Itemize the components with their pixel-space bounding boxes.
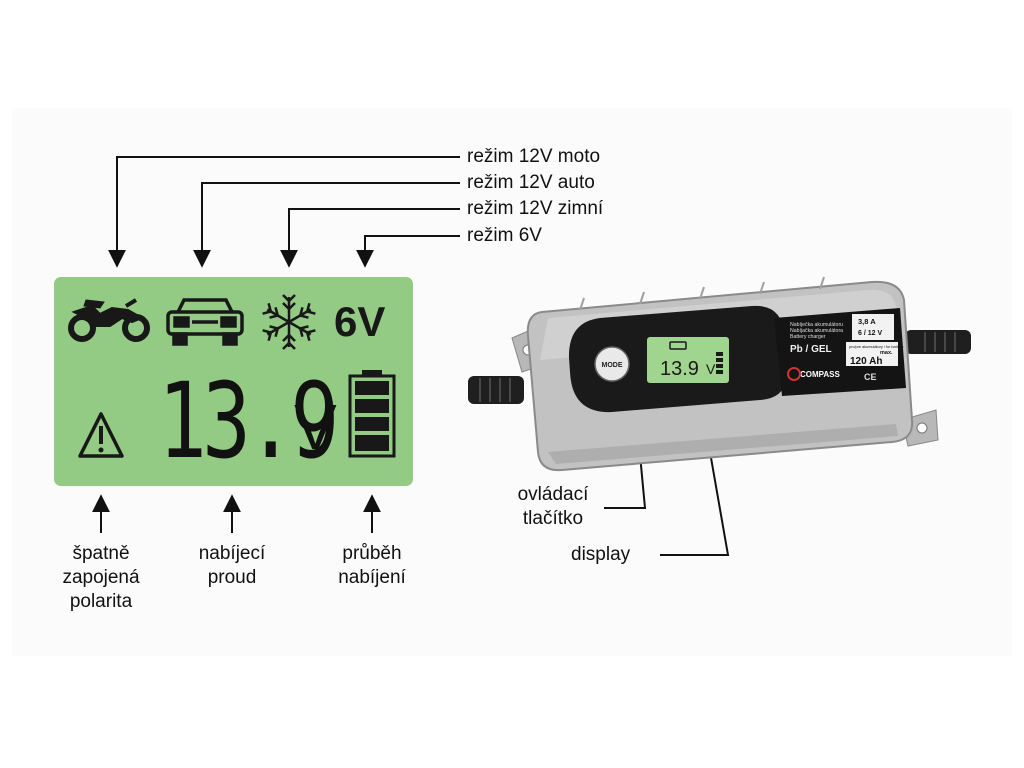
- ce-mark: CE: [864, 372, 877, 382]
- battery-icon: [348, 370, 396, 458]
- leader-zimni: [280, 208, 460, 268]
- label-progress: průběh nabíjení: [338, 543, 406, 588]
- snowflake-icon: [261, 294, 317, 351]
- leader-auto: [193, 182, 460, 268]
- car-icon: [166, 298, 244, 346]
- info-line-2: Nabíjačka akumulátora: [790, 328, 843, 334]
- device-screen-value: 13.9: [660, 358, 699, 380]
- info-capacity: 120 Ah: [850, 356, 882, 367]
- label-mode-zimni: režim 12V zimní: [467, 198, 604, 219]
- warning-icon: [78, 412, 124, 458]
- motorcycle-icon: [68, 298, 150, 342]
- info-capacity-caption: pro/pre akumulátory / for battery:: [849, 345, 904, 349]
- label-display: display: [571, 544, 631, 565]
- label-control-button: ovládací tlačítko: [517, 484, 589, 529]
- lcd-6v-indicator: 6V: [334, 298, 386, 345]
- info-line-1: Nabíječka akumulátoru: [790, 322, 843, 328]
- device-screen-car-icon: [669, 341, 687, 350]
- mode-button[interactable]: [594, 346, 630, 382]
- leader-6v: [356, 235, 460, 268]
- leader-moto: [108, 156, 460, 268]
- device-screen-battery-icon: [716, 352, 723, 374]
- label-polarity: špatně zapojená polarita: [62, 543, 140, 612]
- brand-logo-swoosh-icon: [787, 367, 801, 381]
- label-mode-moto: režim 12V moto: [467, 146, 601, 167]
- leader-display: [660, 410, 730, 556]
- label-mode-6v: režim 6V: [467, 225, 542, 246]
- label-mode-auto: režim 12V auto: [467, 172, 595, 193]
- info-line-3: Battery charger: [790, 334, 826, 340]
- device-screen-unit: V: [706, 361, 716, 377]
- left-cable: [468, 376, 524, 404]
- device-screen: [647, 337, 729, 383]
- brand-logo: COMPASS: [800, 370, 841, 379]
- right-cable: [905, 330, 971, 354]
- mode-button-label: MODE: [602, 362, 623, 369]
- info-pb-gel: Pb / GEL: [790, 344, 832, 355]
- info-sticker: Nabíječka akumulátoru Nabíjačka akumulát…: [774, 308, 906, 396]
- info-voltage: 6 / 12 V: [858, 330, 882, 337]
- lcd-voltage-unit: V: [294, 391, 337, 463]
- lcd-voltage-readout: 13.9: [158, 360, 339, 482]
- label-current: nabíjecí proud: [198, 543, 266, 588]
- info-current: 3,8 A: [858, 317, 876, 326]
- info-max: max.: [880, 350, 893, 356]
